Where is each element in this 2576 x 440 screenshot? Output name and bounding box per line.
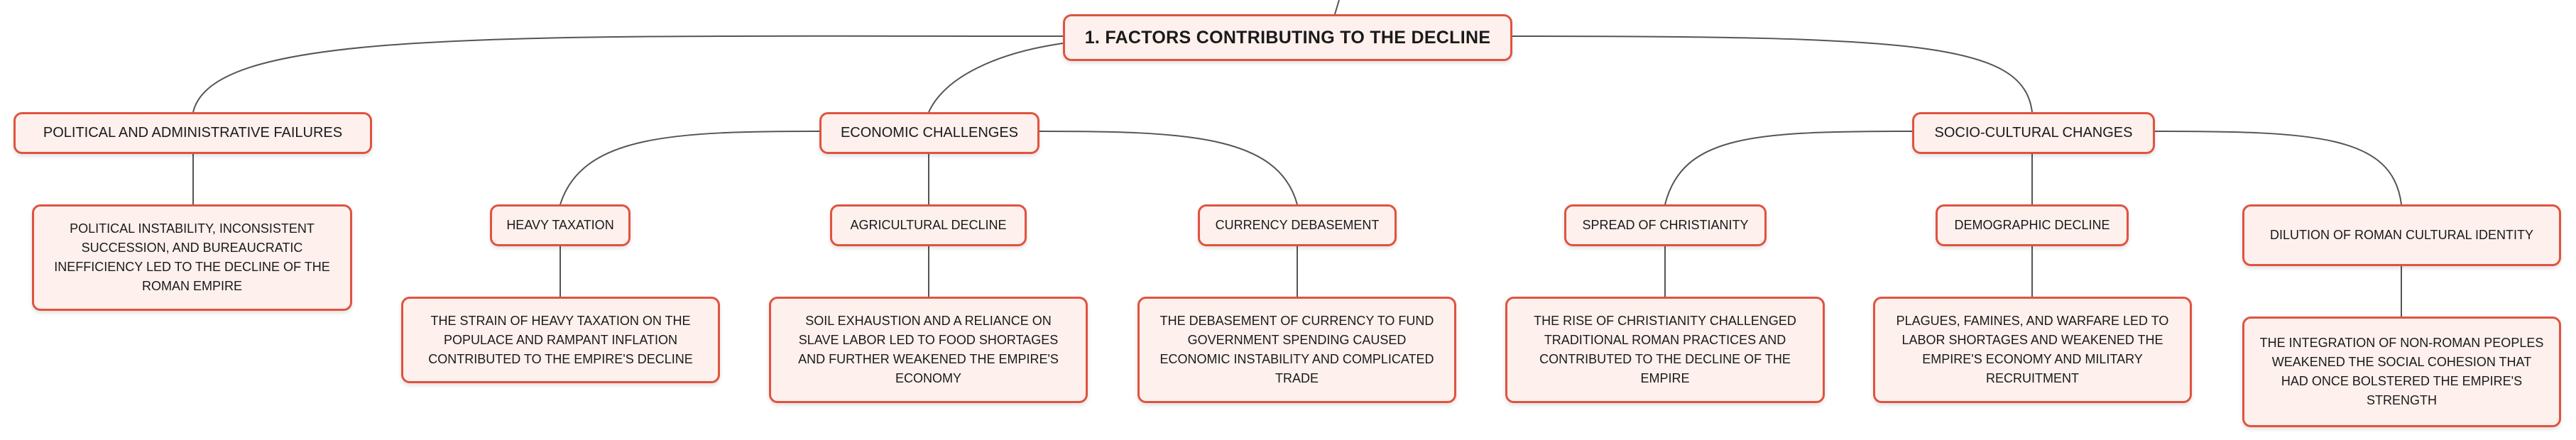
branch-economic-challenges[interactable]: ECONOMIC CHALLENGES — [819, 112, 1039, 154]
connector-line — [2154, 131, 2402, 205]
branch-socio-cultural-changes[interactable]: SOCIO-CULTURAL CHANGES — [1912, 112, 2155, 154]
root-node[interactable]: 1. FACTORS CONTRIBUTING TO THE DECLINE — [1063, 14, 1512, 61]
subnode-spread-of-christianity[interactable]: SPREAD OF CHRISTIANITY — [1564, 204, 1767, 246]
description-demographic-decline[interactable]: PLAGUES, FAMINES, AND WARFARE LED TO LAB… — [1873, 297, 2192, 403]
description-heavy-taxation[interactable]: THE STRAIN OF HEAVY TAXATION ON THE POPU… — [401, 297, 720, 383]
description-text: THE RISE OF CHRISTIANITY CHALLENGED TRAD… — [1534, 314, 1796, 385]
connector-line — [560, 131, 820, 205]
subnode-demographic-decline[interactable]: DEMOGRAPHIC DECLINE — [1936, 204, 2129, 246]
connector-line — [1512, 35, 2033, 113]
description-currency-debasement[interactable]: THE DEBASEMENT OF CURRENCY TO FUND GOVER… — [1137, 297, 1456, 403]
description-text: THE DEBASEMENT OF CURRENCY TO FUND GOVER… — [1159, 314, 1434, 385]
subnode-label: CURRENCY DEBASEMENT — [1215, 218, 1380, 232]
description-text: SOIL EXHAUSTION AND A RELIANCE ON SLAVE … — [798, 314, 1059, 385]
description-agricultural-decline[interactable]: SOIL EXHAUSTION AND A RELIANCE ON SLAVE … — [769, 297, 1088, 403]
branch-political-administrative-failures[interactable]: POLITICAL AND ADMINISTRATIVE FAILURES — [13, 112, 372, 154]
branch-label: ECONOMIC CHALLENGES — [840, 125, 1019, 141]
subnode-label: SPREAD OF CHRISTIANITY — [1582, 218, 1749, 232]
description-text: POLITICAL INSTABILITY, INCONSISTENT SUCC… — [54, 221, 330, 293]
subnode-label: AGRICULTURAL DECLINE — [850, 218, 1007, 232]
branch-label: POLITICAL AND ADMINISTRATIVE FAILURES — [43, 125, 343, 141]
connector-line — [1664, 131, 1913, 205]
description-spread-of-christianity[interactable]: THE RISE OF CHRISTIANITY CHALLENGED TRAD… — [1505, 297, 1825, 403]
branch-label: SOCIO-CULTURAL CHANGES — [1934, 125, 2133, 141]
subnode-label: DILUTION OF ROMAN CULTURAL IDENTITY — [2269, 228, 2534, 242]
description-text: THE INTEGRATION OF NON-ROMAN PEOPLES WEA… — [2259, 336, 2544, 407]
subnode-currency-debasement[interactable]: CURRENCY DEBASEMENT — [1198, 204, 1397, 246]
subnode-label: HEAVY TAXATION — [506, 218, 614, 232]
description-text: THE STRAIN OF HEAVY TAXATION ON THE POPU… — [428, 313, 693, 366]
connector-line — [1334, 0, 1340, 15]
connector-line — [1039, 131, 1298, 205]
connector-line — [192, 35, 1064, 113]
description-text: PLAGUES, FAMINES, AND WARFARE LED TO LAB… — [1896, 314, 2169, 385]
connector-line — [928, 43, 1064, 113]
root-node-label: 1. FACTORS CONTRIBUTING TO THE DECLINE — [1084, 27, 1491, 48]
subnode-agricultural-decline[interactable]: AGRICULTURAL DECLINE — [830, 204, 1027, 246]
subnode-dilution-of-roman-cultural-identity[interactable]: DILUTION OF ROMAN CULTURAL IDENTITY — [2242, 204, 2561, 266]
description-dilution-of-roman-cultural-identity[interactable]: THE INTEGRATION OF NON-ROMAN PEOPLES WEA… — [2242, 317, 2561, 427]
subnode-label: DEMOGRAPHIC DECLINE — [1954, 218, 2110, 232]
subnode-heavy-taxation[interactable]: HEAVY TAXATION — [490, 204, 631, 246]
description-political-administrative-failures[interactable]: POLITICAL INSTABILITY, INCONSISTENT SUCC… — [32, 204, 352, 311]
